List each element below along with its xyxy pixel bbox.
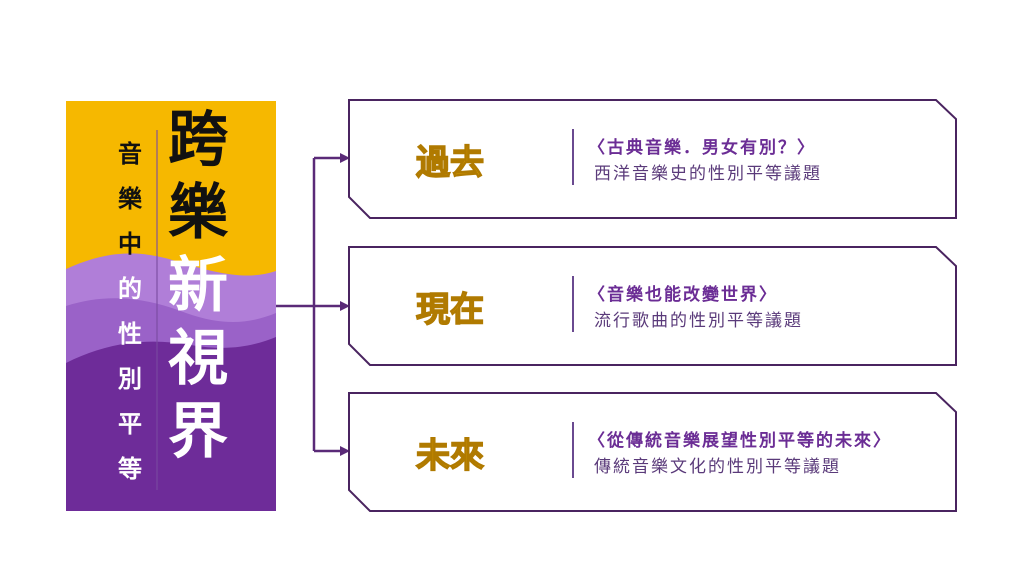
card-heading: 〈古典音樂．男女有別？〉: [588, 138, 816, 158]
title-divider: [156, 130, 158, 490]
card-heading: 〈音樂也能改變世界〉: [588, 285, 778, 305]
card-subtitle: 流行歌曲的性別平等議題: [594, 311, 803, 331]
main-title-char: 視: [168, 324, 228, 394]
sub-title-char: 中: [118, 230, 142, 258]
sub-title-char: 等: [118, 455, 142, 483]
card-future: 未來 〈從傳統音樂展望性別平等的未來〉 傳統音樂文化的性別平等議題: [348, 392, 957, 512]
era-label: 未來: [415, 435, 484, 476]
card-present: 現在 〈音樂也能改變世界〉 流行歌曲的性別平等議題: [348, 246, 957, 366]
main-title-char: 界: [168, 397, 228, 467]
card-divider: [572, 129, 574, 185]
arrowhead-bottom: [340, 446, 350, 456]
sub-title: 音 樂 中 的 性 別 平 等: [108, 132, 152, 492]
arrowhead-top: [340, 153, 350, 163]
title-block: [66, 101, 276, 511]
dark-purple-wave: [66, 337, 276, 511]
main-title-char: 樂: [168, 178, 228, 248]
wave-background: [66, 253, 276, 511]
main-title-char: 新: [168, 251, 228, 321]
card-subtitle: 西洋音樂史的性別平等議題: [594, 164, 822, 184]
sub-title-char: 的: [118, 275, 142, 303]
main-title: 跨 樂 新 視 界: [162, 104, 234, 469]
arrowhead-middle: [340, 301, 350, 311]
card-frame: [348, 99, 957, 219]
sub-title-char: 別: [118, 365, 142, 393]
card-past: 過去 〈古典音樂．男女有別？〉 西洋音樂史的性別平等議題: [348, 99, 957, 219]
sub-title-char: 平: [118, 410, 142, 438]
card-subtitle: 傳統音樂文化的性別平等議題: [594, 457, 841, 477]
card-divider: [572, 422, 574, 478]
card-frame: [348, 246, 957, 366]
era-label: 現在: [415, 289, 484, 330]
card-heading: 〈從傳統音樂展望性別平等的未來〉: [588, 431, 892, 451]
main-title-char: 跨: [168, 105, 228, 175]
sub-title-char: 性: [118, 320, 142, 348]
card-divider: [572, 276, 574, 332]
sub-title-char: 音: [118, 140, 142, 168]
era-label: 過去: [415, 142, 484, 183]
card-frame: [348, 392, 957, 512]
sub-title-char: 樂: [118, 185, 142, 213]
